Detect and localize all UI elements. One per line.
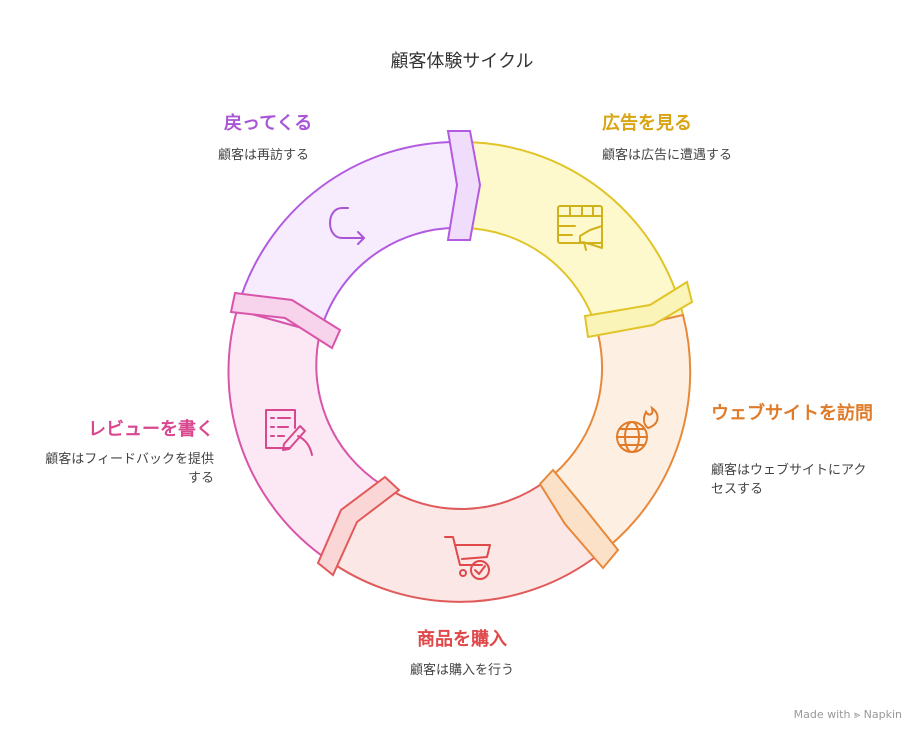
globe-icon xyxy=(616,405,659,453)
stage-title-review: レビューを書く xyxy=(88,419,214,440)
stage-title-return: 戻ってくる xyxy=(224,113,313,134)
shopping-cart-icon xyxy=(444,536,491,580)
stage-title-see-ad: 広告を見る xyxy=(602,113,692,134)
stage-desc-return: 顧客は再訪する xyxy=(218,148,310,163)
connector-website-purchase xyxy=(538,468,620,570)
connector-purchase-review xyxy=(316,475,401,577)
review-pen-icon xyxy=(265,409,313,456)
connector-return-ad xyxy=(446,130,482,241)
connector-review-return xyxy=(229,291,342,350)
segment-review xyxy=(227,308,384,562)
diagram-title: 顧客体験サイクル xyxy=(390,51,534,72)
stage-desc-review: 顧客はフィードバックを提供する xyxy=(45,452,214,486)
return-arrow-icon xyxy=(329,207,365,245)
stage-desc-see-ad: 顧客は広告に遭遇する xyxy=(602,148,733,163)
billboard-megaphone-icon xyxy=(557,205,603,251)
stage-desc-purchase: 顧客は購入を行う xyxy=(409,663,514,678)
stage-title-visit-website: ウェブサイトを訪問 xyxy=(711,403,873,424)
stage-title-purchase: 商品を購入 xyxy=(417,629,507,650)
napkin-watermark[interactable]: Made with ⪢ Napkin xyxy=(793,708,902,721)
stage-desc-visit-website: 顧客はウェブサイトにアクセスする xyxy=(711,463,867,497)
connector-ad-website xyxy=(583,280,694,339)
